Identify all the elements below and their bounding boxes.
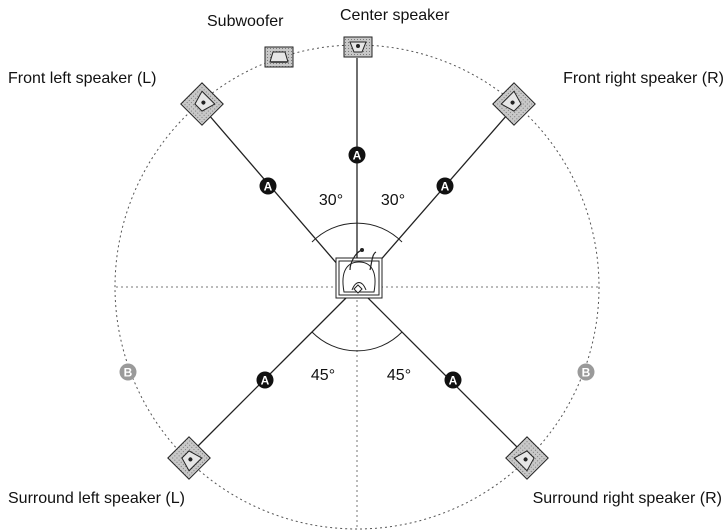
marker-b-left: B bbox=[119, 363, 137, 381]
svg-text:A: A bbox=[264, 180, 273, 194]
center-speaker-icon bbox=[343, 36, 373, 58]
svg-text:A: A bbox=[441, 180, 450, 194]
surround-right-speaker-line bbox=[356, 286, 526, 456]
subwoofer-label: Subwoofer bbox=[207, 13, 284, 30]
surround-left-speaker-line bbox=[188, 286, 358, 456]
rear-angle-arc bbox=[311, 331, 403, 352]
svg-text:A: A bbox=[353, 149, 362, 163]
center-speaker-label: Center speaker bbox=[340, 7, 450, 24]
surround-right-speaker-label: Surround right speaker (R) bbox=[533, 490, 722, 507]
angle-label-front-left: 30° bbox=[319, 192, 343, 209]
marker-a-front-right: A bbox=[436, 177, 454, 195]
surround-left-speaker-label: Surround left speaker (L) bbox=[8, 490, 185, 507]
surround-left-speaker-icon bbox=[167, 436, 211, 480]
svg-text:B: B bbox=[124, 366, 133, 380]
listener-chair-icon bbox=[335, 248, 383, 299]
front-left-speaker-icon bbox=[180, 82, 224, 126]
subwoofer-icon bbox=[264, 46, 294, 68]
angle-label-rear-right: 45° bbox=[387, 367, 411, 384]
front-right-speaker-line bbox=[356, 106, 515, 288]
angle-label-rear-left: 45° bbox=[311, 367, 335, 384]
front-right-speaker-label: Front right speaker (R) bbox=[563, 70, 724, 87]
placement-circle bbox=[114, 44, 600, 530]
marker-b-right: B bbox=[577, 363, 595, 381]
front-right-speaker-icon bbox=[492, 82, 536, 126]
angle-label-front-right: 30° bbox=[381, 192, 405, 209]
marker-a-surround-right: A bbox=[444, 371, 462, 389]
marker-a-surround-left: A bbox=[256, 371, 274, 389]
svg-text:B: B bbox=[582, 366, 591, 380]
surround-right-speaker-icon bbox=[505, 436, 549, 480]
svg-text:A: A bbox=[449, 374, 458, 388]
marker-a-center: A bbox=[348, 146, 366, 164]
svg-text:A: A bbox=[261, 374, 270, 388]
front-left-speaker-line bbox=[201, 106, 358, 288]
marker-a-front-left: A bbox=[259, 177, 277, 195]
front-left-speaker-label: Front left speaker (L) bbox=[8, 70, 157, 87]
